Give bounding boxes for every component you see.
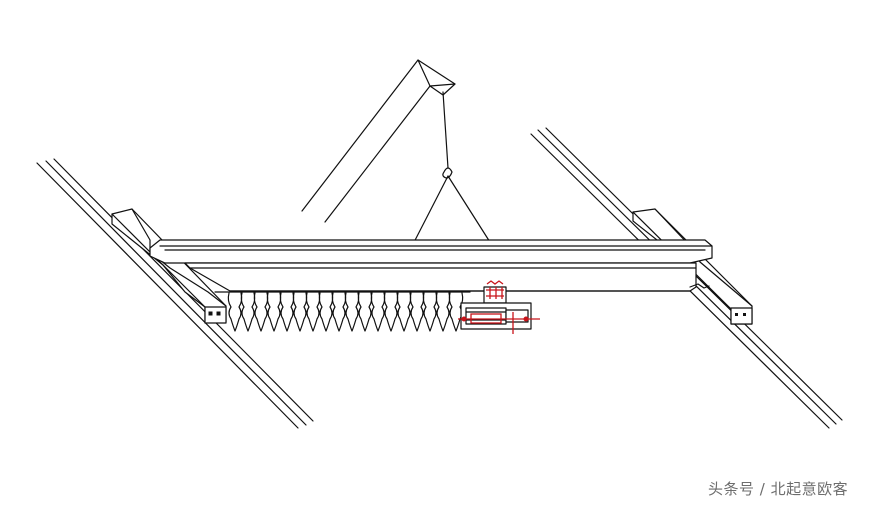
festoon-loop bbox=[279, 292, 295, 332]
festoon-loop bbox=[357, 292, 373, 332]
left-runway-rail bbox=[36, 158, 314, 429]
festoon-loop bbox=[396, 292, 412, 332]
main-girder bbox=[149, 239, 713, 292]
hook-icon bbox=[442, 167, 453, 179]
watermark-text: 头条号 / 北起意欧客 bbox=[708, 480, 849, 498]
festoon-loop bbox=[253, 292, 269, 332]
festoon-loop bbox=[266, 292, 282, 332]
festoon-cable-system bbox=[214, 291, 471, 332]
hoist-drum-icon bbox=[486, 280, 504, 299]
festoon-loop bbox=[435, 292, 451, 332]
festoon-loops bbox=[227, 292, 464, 332]
festoon-loop bbox=[292, 292, 308, 332]
festoon-loop bbox=[305, 292, 321, 332]
lifting-arm bbox=[301, 59, 456, 223]
festoon-loop bbox=[331, 292, 347, 332]
festoon-loop bbox=[409, 292, 425, 332]
festoon-loop bbox=[370, 292, 386, 332]
festoon-loop bbox=[240, 292, 256, 332]
festoon-loop bbox=[344, 292, 360, 332]
festoon-loop bbox=[383, 292, 399, 332]
festoon-loop bbox=[448, 292, 464, 332]
festoon-loop bbox=[227, 292, 243, 332]
hoist-trolley bbox=[458, 280, 540, 334]
festoon-loop bbox=[318, 292, 334, 332]
festoon-loop bbox=[422, 292, 438, 332]
lifting-slings bbox=[406, 91, 499, 255]
